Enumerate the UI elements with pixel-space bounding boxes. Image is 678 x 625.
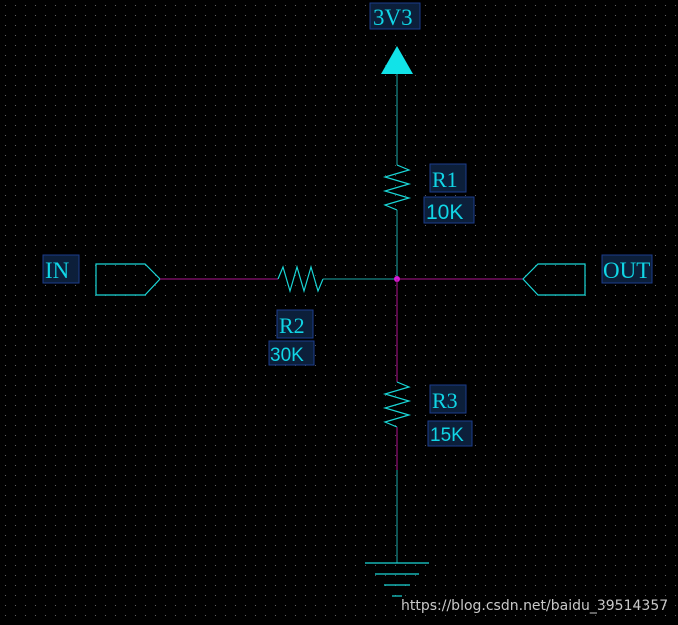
- resistor-r2-zigzag-icon: [277, 264, 324, 294]
- power-arrow-icon: [381, 46, 413, 74]
- port-out-label: OUT: [603, 258, 650, 283]
- r2-value-label: 30K: [270, 345, 304, 366]
- r3-value-box: [427, 420, 473, 447]
- ground-symbol[interactable]: [365, 562, 429, 597]
- power-label: 3V3: [373, 5, 413, 30]
- port-in[interactable]: IN: [42, 254, 161, 296]
- resistor-r3-zigzag-icon: [382, 381, 412, 428]
- power-symbol-3v3[interactable]: 3V3: [369, 2, 421, 74]
- port-in-shape-icon: [95, 263, 161, 296]
- port-out-label-box: [601, 254, 653, 284]
- port-out-shape-icon: [522, 263, 586, 296]
- port-in-label-box: [42, 254, 80, 284]
- r1-ref-label: R1: [432, 167, 458, 192]
- r1-value-box: [423, 196, 475, 224]
- r2-ref-box: [276, 309, 314, 339]
- r1-value-label: 10K: [426, 201, 463, 224]
- resistor-r2[interactable]: R2 30K: [268, 264, 324, 366]
- power-label-box: [369, 2, 421, 30]
- resistor-r1[interactable]: R1 10K: [382, 163, 475, 224]
- resistor-r3[interactable]: R3 15K: [382, 381, 473, 447]
- r2-value-box: [268, 340, 315, 366]
- port-out[interactable]: OUT: [522, 254, 653, 296]
- resistor-r1-zigzag-icon: [382, 164, 412, 211]
- r2-ref-label: R2: [279, 313, 305, 338]
- watermark-text: https://blog.csdn.net/baidu_39514357: [401, 598, 668, 614]
- port-in-label: IN: [45, 258, 70, 283]
- r1-ref-box: [429, 163, 467, 193]
- r3-ref-label: R3: [432, 388, 458, 413]
- r3-ref-box: [429, 384, 467, 414]
- r3-value-label: 15K: [430, 425, 464, 446]
